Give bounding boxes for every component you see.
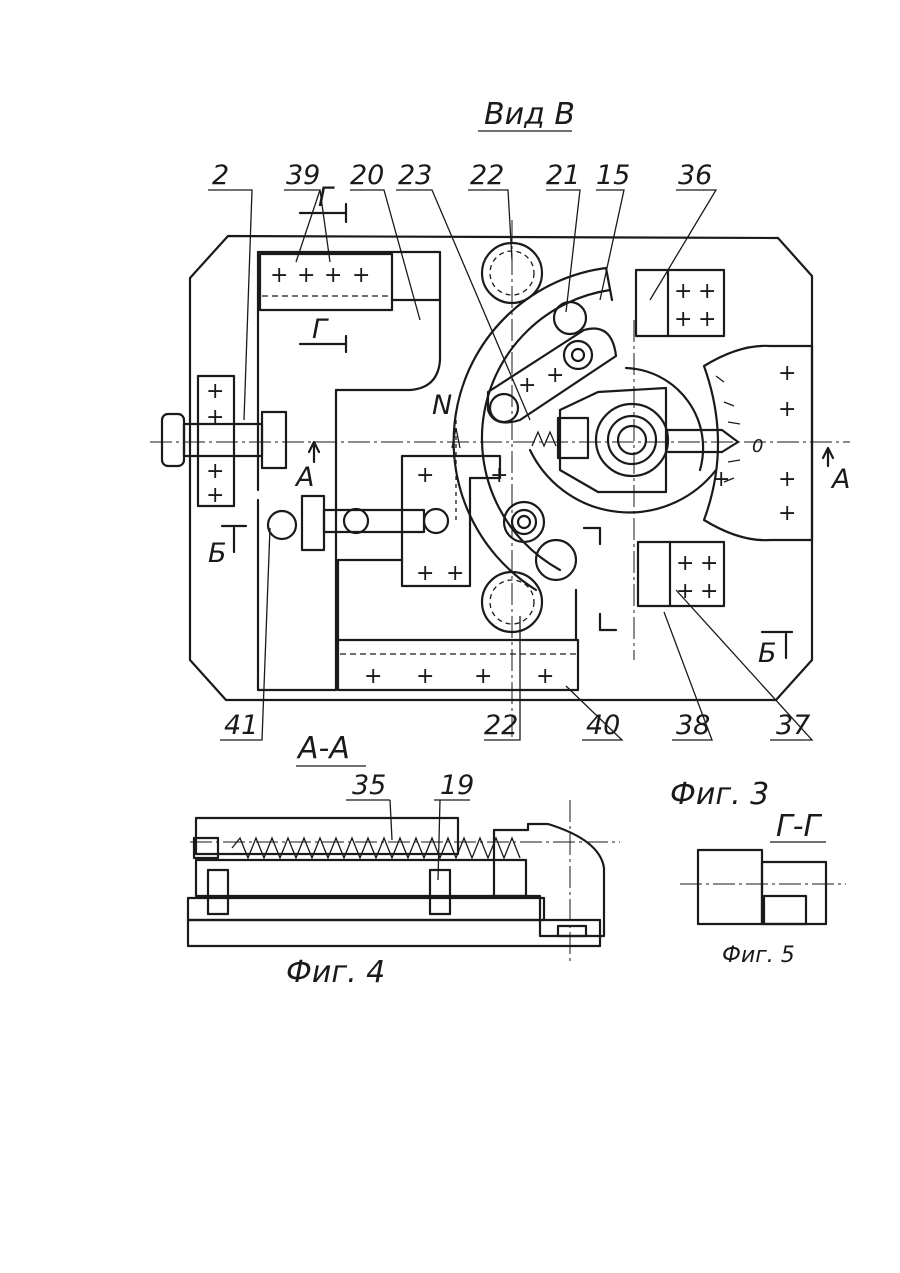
section-gg-left [698, 850, 762, 924]
callout-2: 2 [212, 160, 229, 191]
svg-text:+: + [206, 459, 224, 484]
screw-knob [162, 414, 184, 466]
svg-text:+: + [206, 405, 224, 430]
callout-22-top: 22 [470, 160, 504, 191]
svg-text:+: + [698, 307, 716, 332]
svg-text:+: + [778, 467, 796, 492]
callout-15: 15 [596, 160, 630, 191]
view-title: Вид В [484, 97, 575, 132]
left-frame [258, 252, 440, 690]
callout-40: 40 [586, 710, 620, 741]
callout-19: 19 [440, 770, 474, 801]
marker-a-left: А [294, 462, 314, 493]
svg-text:+: + [474, 664, 492, 689]
section-a-a: А-А 35 19 Фиг. 4 [188, 731, 620, 990]
svg-text:+: + [518, 373, 536, 398]
svg-text:+: + [778, 361, 796, 386]
svg-text:+: + [206, 379, 224, 404]
callout-37: 37 [776, 710, 810, 741]
section-base [188, 920, 600, 946]
marker-n: N [432, 390, 452, 421]
callout-38: 38 [676, 710, 710, 741]
roller-mid [504, 502, 544, 542]
section-upper [196, 818, 458, 854]
svg-text:+: + [206, 483, 224, 508]
svg-text:+: + [778, 397, 796, 422]
marker-g-bottom: Г [312, 314, 329, 345]
section-g-g: Г-Г Фиг. 5 [680, 809, 846, 968]
section-gg-title: Г-Г [776, 809, 823, 844]
pin-21 [554, 302, 586, 334]
svg-text:+: + [297, 263, 315, 288]
callout-22-bottom: 22 [484, 710, 518, 741]
marker-b-left: Б [208, 538, 227, 569]
marker-b-right: Б [758, 638, 777, 669]
svg-text:+: + [490, 463, 508, 488]
marker-a-right: А [830, 464, 850, 495]
svg-text:+: + [778, 501, 796, 526]
svg-text:+: + [446, 561, 464, 586]
svg-text:+: + [324, 263, 342, 288]
svg-text:+: + [700, 579, 718, 604]
spring [532, 432, 556, 446]
hub-outer [596, 404, 668, 476]
svg-text:+: + [416, 664, 434, 689]
svg-text:+: + [674, 307, 692, 332]
svg-text:+: + [364, 664, 382, 689]
callout-23: 23 [398, 160, 432, 191]
svg-text:+: + [352, 263, 370, 288]
svg-text:+: + [416, 463, 434, 488]
callout-35: 35 [352, 770, 386, 801]
svg-text:+: + [546, 363, 564, 388]
svg-text:+: + [674, 279, 692, 304]
bolt-left [208, 870, 228, 914]
svg-text:+: + [700, 551, 718, 576]
callout-20: 20 [350, 160, 384, 191]
svg-text:+: + [676, 551, 694, 576]
svg-text:+: + [416, 561, 434, 586]
fig3-label: Фиг. 3 [670, 777, 769, 812]
callout-39: 39 [286, 160, 320, 191]
fig4-label: Фиг. 4 [286, 955, 385, 990]
fig5-label: Фиг. 5 [722, 943, 795, 968]
section-aa-title: А-А [296, 731, 350, 766]
main-view: ++ ++ ++ ++ ++ ++ ++ [150, 160, 850, 741]
svg-text:+: + [270, 263, 288, 288]
svg-text:+: + [698, 279, 716, 304]
hub-housing [560, 388, 666, 492]
svg-text:+: + [712, 467, 730, 492]
svg-text:+: + [536, 664, 554, 689]
section-gg-right [762, 862, 826, 924]
callout-41: 41 [224, 710, 258, 741]
callout-21: 21 [546, 160, 580, 191]
callout-36: 36 [678, 160, 712, 191]
dial-zero: 0 [752, 436, 763, 457]
pin-41 [268, 511, 296, 539]
bolt-right [430, 870, 450, 914]
